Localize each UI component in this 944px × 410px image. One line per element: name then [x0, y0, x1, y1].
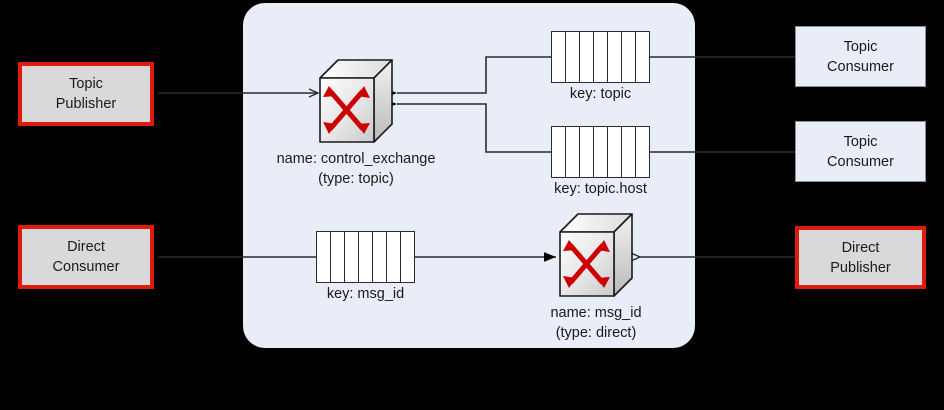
direct-publisher-line1: Direct	[841, 239, 880, 256]
queue-topic-host[interactable]: key: topic.host	[551, 126, 650, 197]
msg-id-exchange-type: (type: direct)	[555, 324, 637, 341]
control-exchange-type: (type: topic)	[318, 170, 394, 187]
direct-consumer-box[interactable]: Direct Consumer	[18, 225, 154, 289]
direct-publisher-line2: Publisher	[830, 259, 891, 276]
msg-id-exchange-node[interactable]: name: msg_id (type: direct)	[550, 212, 642, 341]
topic-consumer-1-line2: Consumer	[827, 58, 894, 75]
exchange-cube-icon	[559, 213, 633, 297]
topic-publisher-line2: Publisher	[55, 96, 117, 112]
topic-publisher-line1: Topic	[69, 76, 103, 92]
control-exchange-label: name: control_exchange (type: topic)	[277, 150, 436, 189]
queue-topic-host-label: key: topic.host	[554, 181, 647, 197]
topic-publisher-box[interactable]: Topic Publisher	[18, 62, 154, 126]
queue-msg-id-label: key: msg_id	[326, 286, 405, 302]
direct-publisher-box[interactable]: Direct Publisher	[795, 226, 926, 289]
direct-consumer-line2: Consumer	[52, 259, 120, 275]
topic-consumer-1-line1: Topic	[843, 38, 878, 55]
queue-topic[interactable]: key: topic	[551, 31, 650, 102]
queue-topic-cells	[551, 31, 650, 83]
direct-consumer-line1: Direct	[67, 239, 105, 255]
msg-id-exchange-label: name: msg_id (type: direct)	[550, 304, 641, 343]
topic-consumer-2-line2: Consumer	[827, 153, 894, 170]
queue-topic-host-cells	[551, 126, 650, 178]
topic-consumer-box-2[interactable]: Topic Consumer	[795, 121, 926, 182]
queue-topic-label: key: topic	[569, 86, 632, 102]
msg-id-exchange-name: name: msg_id	[550, 305, 642, 321]
queue-msg-id[interactable]: key: msg_id	[316, 231, 415, 302]
queue-msg-id-cells	[316, 231, 415, 283]
control-exchange-name: name: control_exchange	[276, 151, 436, 167]
topic-consumer-box-1[interactable]: Topic Consumer	[795, 26, 926, 87]
exchange-cube-icon	[319, 59, 393, 143]
control-exchange-node[interactable]: name: control_exchange (type: topic)	[277, 58, 435, 187]
topic-consumer-2-line1: Topic	[843, 133, 878, 150]
